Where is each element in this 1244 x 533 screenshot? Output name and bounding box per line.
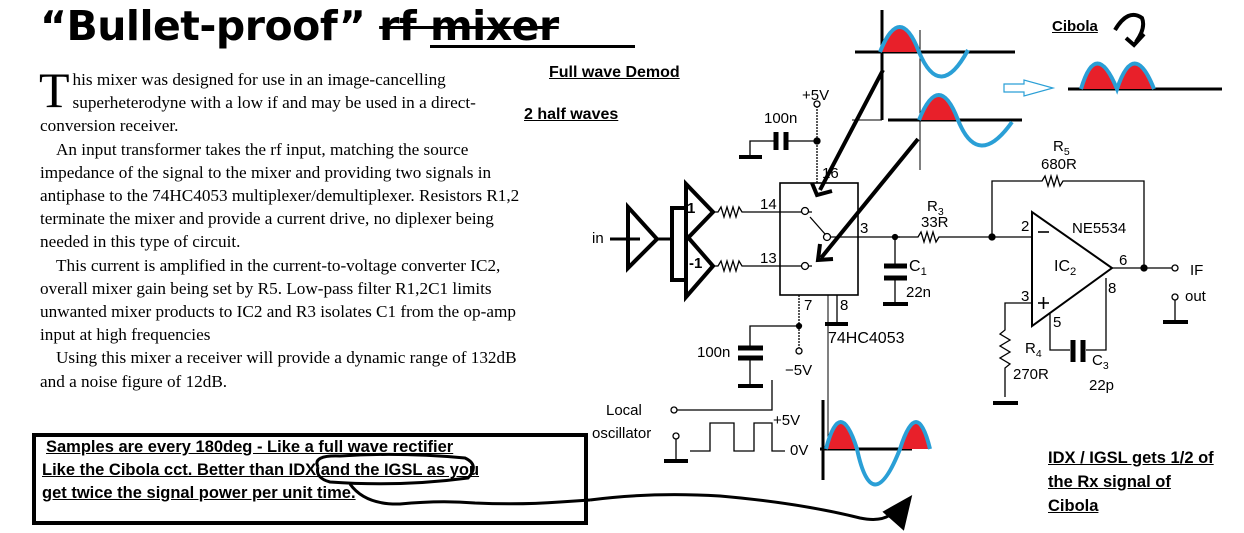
lo-low-label: 0V	[790, 442, 809, 459]
hand-drawn-connector	[315, 452, 913, 531]
paragraph-1-text: his mixer was designed for use in an ima…	[40, 70, 476, 136]
title-underline	[430, 45, 635, 48]
buffer-plus-icon	[684, 179, 716, 245]
c1-value: 22n	[906, 284, 932, 301]
r4-value: 270R	[1013, 366, 1049, 383]
cap-top-value: 100n	[764, 110, 798, 127]
r5-name: R5	[1053, 138, 1070, 158]
paragraph-3: This current is amplified in the current…	[40, 255, 516, 345]
lo-high-label: +5V	[773, 412, 801, 429]
cibola-waveform	[1003, 13, 1222, 97]
resistor-r3-icon	[895, 229, 990, 245]
full-wave-demod-label: Full wave Demod	[549, 64, 680, 81]
pin14-label: 14	[760, 196, 777, 213]
resistor-r2-icon	[713, 258, 812, 274]
title-main: “Bullet-proof”	[40, 2, 366, 50]
op-pin5: 5	[1053, 314, 1062, 331]
pin7-label: 7	[804, 297, 813, 314]
c1-name: C1	[909, 258, 927, 279]
pin13-label: 13	[760, 250, 777, 267]
note-line-2: Like the Cibola cct. Better than IDX and…	[42, 461, 480, 479]
note-text: Samples are every 180deg - Like a full w…	[42, 436, 479, 505]
lo-label-1: Local	[606, 402, 642, 419]
waveform-top	[855, 10, 1015, 170]
op-pin2: 2	[1021, 218, 1030, 235]
pin3-label: 3	[860, 220, 869, 237]
paragraph-2: An input transformer takes the rf input,…	[40, 139, 520, 252]
title-struck: rf mixer	[379, 2, 559, 50]
c3-name: C3	[1092, 352, 1109, 372]
curved-arrow-icon	[1113, 13, 1146, 44]
vplus-label: +5V	[802, 87, 830, 104]
if-out-label-2: out	[1185, 288, 1206, 305]
c3-value: 22p	[1089, 377, 1115, 394]
in-label: in	[592, 230, 604, 247]
paragraph-4: Using this mixer a receiver will provide…	[40, 348, 517, 391]
r3-value: 33R	[921, 214, 949, 231]
vminus-label: −5V	[785, 362, 813, 379]
r5-value: 680R	[1041, 156, 1077, 173]
arrow-right-icon	[1003, 79, 1056, 97]
idx-note-line-1: IDX / IGSL gets 1/2 of	[1048, 449, 1214, 467]
transformer-icon	[670, 206, 688, 282]
pin16-label: 16	[822, 165, 839, 182]
switch-wiper	[809, 216, 826, 235]
op-pin3: 3	[1021, 288, 1030, 305]
r4-name: R4	[1025, 340, 1042, 360]
cibola-label: Cibola	[1052, 18, 1098, 35]
gain-plus-label: 1	[687, 200, 696, 217]
opamp-icon	[1031, 210, 1114, 328]
page-title: “Bullet-proof” rf mixer	[40, 2, 559, 50]
ic1-name-label: 74HC4053	[828, 330, 905, 347]
resistor-r5-icon	[991, 173, 1145, 268]
ic1-body	[779, 182, 859, 296]
resistor-r4-icon	[998, 302, 1032, 397]
waveform-middle	[852, 93, 1022, 148]
note-box	[32, 433, 588, 525]
pin8-label: 8	[840, 297, 849, 314]
note-line-3: get twice the signal power per unit time…	[42, 484, 356, 502]
gain-minus-label: -1	[689, 255, 703, 272]
cap-bottom-value: 100n	[697, 344, 731, 361]
opamp-name: NE5534	[1072, 220, 1127, 237]
input-buffer-icon	[626, 201, 660, 273]
ic2-name: IC2	[1054, 258, 1077, 279]
if-out-label-1: IF	[1190, 262, 1204, 279]
op-pin6: 6	[1119, 252, 1128, 269]
lo-label-2: oscillator	[592, 425, 652, 442]
idx-note: IDX / IGSL gets 1/2 of the Rx signal of …	[1048, 446, 1214, 518]
dropcap: T	[39, 62, 70, 118]
lo-square-wave	[690, 422, 785, 452]
op-pin8: 8	[1108, 280, 1117, 297]
idx-note-line-2: the Rx signal of	[1048, 473, 1171, 491]
buffer-minus-icon	[684, 229, 716, 303]
resistor-r1-icon	[713, 204, 812, 220]
two-half-waves-label: 2 half waves	[524, 106, 619, 123]
waveform-bottom	[820, 400, 932, 487]
note-line-1: Samples are every 180deg - Like a full w…	[46, 438, 454, 456]
idx-note-line-3: Cibola	[1048, 497, 1099, 515]
r3-name: R3	[927, 198, 944, 218]
